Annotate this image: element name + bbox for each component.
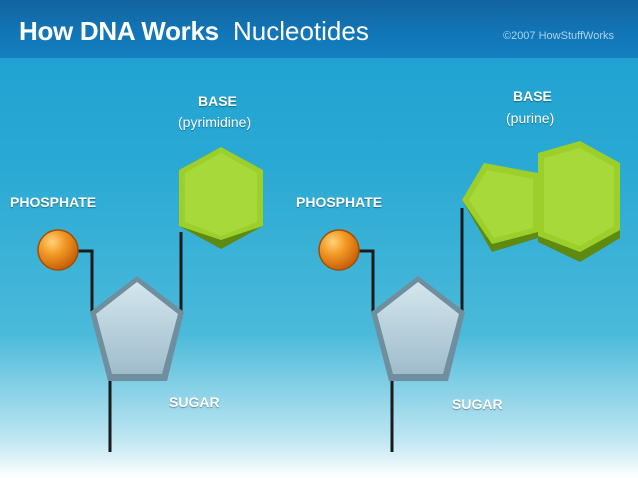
- page-subtitle: Nucleotides: [233, 16, 369, 46]
- title-bar: How DNA Works Nucleotides ©2007 HowStuff…: [0, 0, 638, 58]
- left-phosphate-label: PHOSPHATE: [10, 194, 97, 210]
- left-base-label: BASE: [198, 93, 237, 109]
- left-phosphate-sphere: [37, 229, 79, 271]
- left-base-type-label: (pyrimidine): [178, 114, 252, 130]
- right-phosphate-label: PHOSPHATE: [296, 194, 383, 210]
- right-nucleotide: [318, 141, 620, 452]
- right-base-type-label: (purine): [506, 110, 555, 126]
- page-title: How DNA Works: [19, 16, 219, 46]
- copyright-credit: ©2007 HowStuffWorks: [502, 30, 614, 42]
- left-sugar-pentagon: [90, 276, 184, 381]
- right-base-label: BASE: [513, 88, 552, 104]
- right-sugar-pentagon: [371, 276, 465, 381]
- left-nucleotide: [37, 147, 263, 452]
- left-sugar-label: SUGAR: [169, 394, 220, 410]
- pyrimidine-hexagon: [179, 147, 263, 249]
- right-sugar-label: SUGAR: [452, 396, 503, 412]
- left-phosphate-sugar-bond: [74, 249, 94, 312]
- right-phosphate-sugar-bond: [356, 249, 375, 312]
- purine-double-ring: [462, 141, 620, 262]
- right-phosphate-sphere: [318, 229, 360, 271]
